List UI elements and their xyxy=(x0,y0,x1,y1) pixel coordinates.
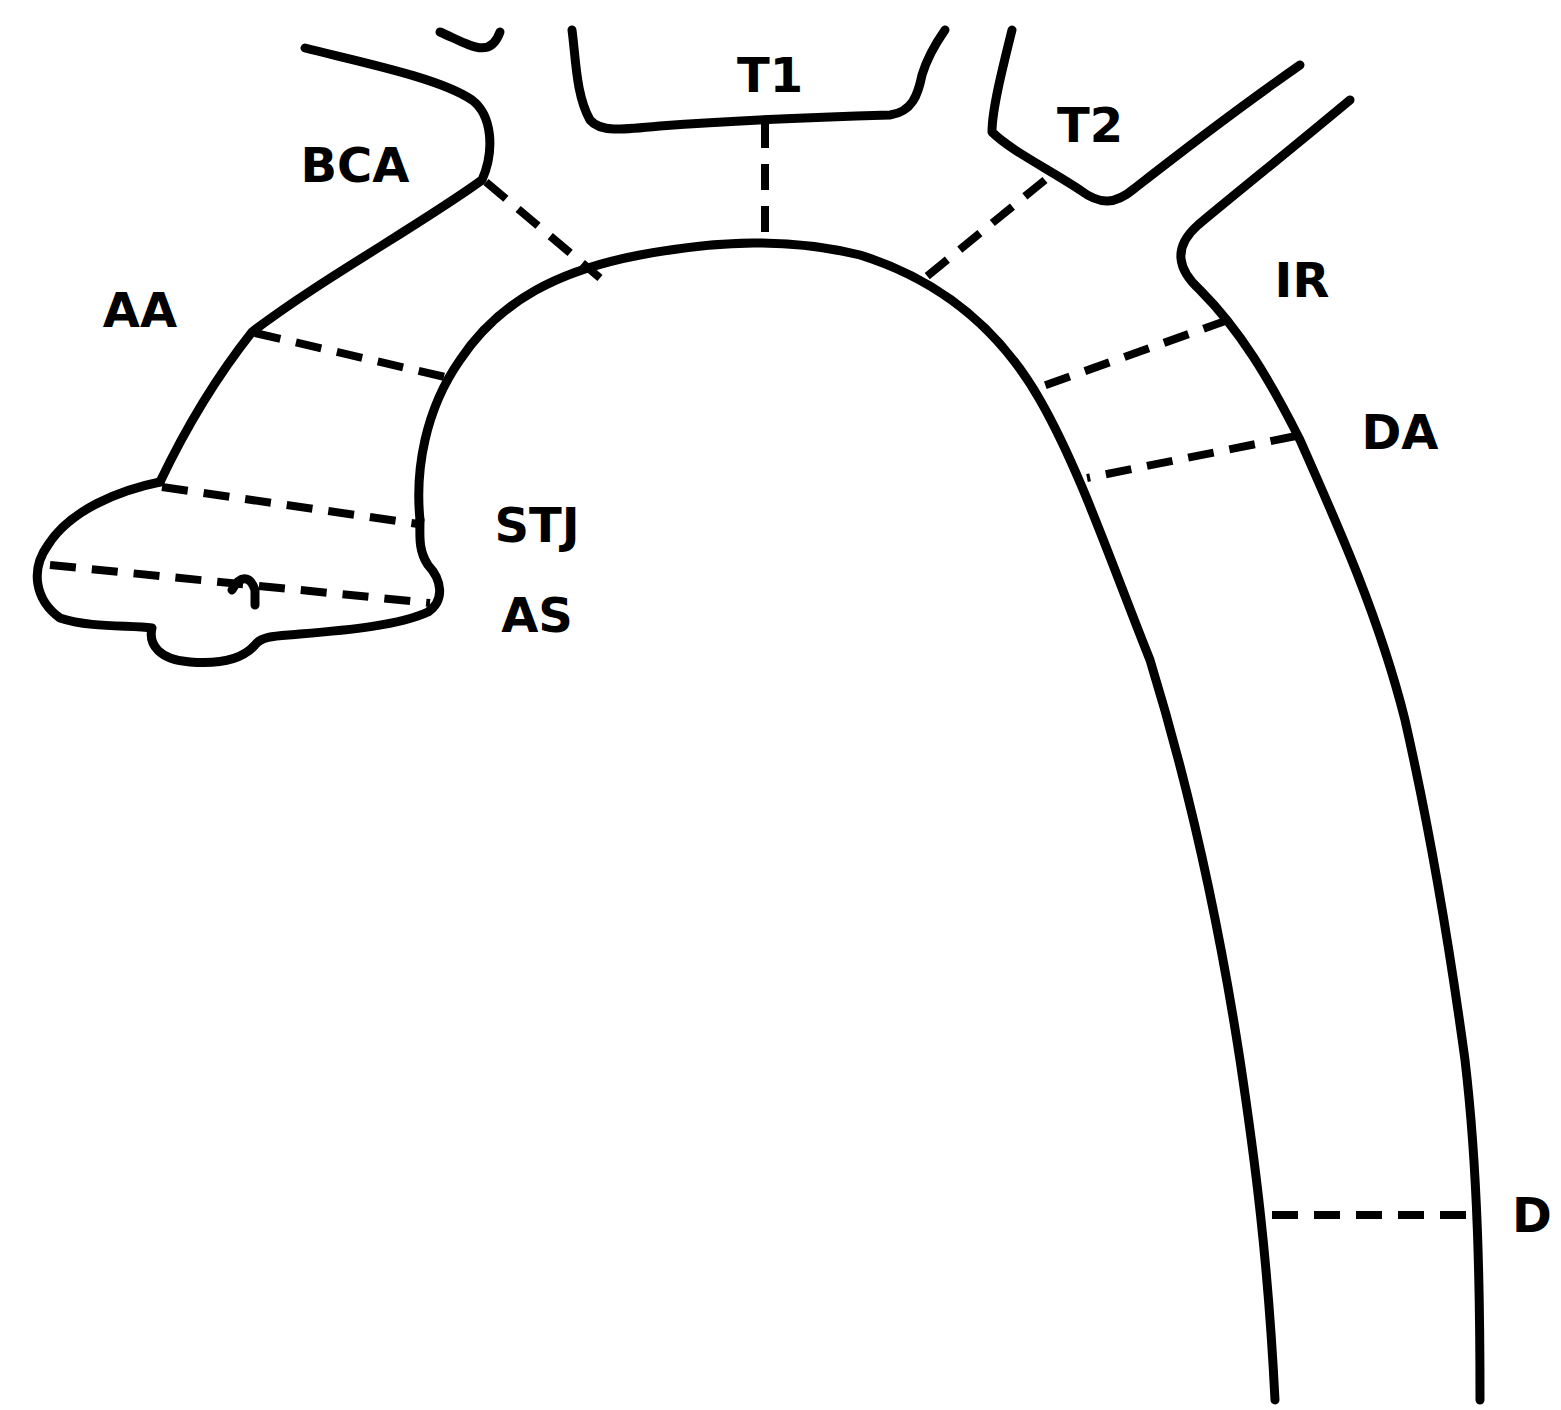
level-line xyxy=(255,333,458,380)
level-line xyxy=(761,122,769,243)
level-line xyxy=(50,565,430,603)
level-line xyxy=(1087,436,1296,478)
segment-label: AA xyxy=(103,286,177,334)
branch-t2 xyxy=(992,30,1300,201)
level-line xyxy=(920,180,1045,282)
segment-label: AS xyxy=(501,591,573,639)
descending-outer-wall xyxy=(1181,100,1480,1400)
segment-label: T2 xyxy=(1057,101,1123,149)
branch-t1 xyxy=(572,30,945,129)
segment-label: STJ xyxy=(494,501,579,549)
aorta-outer-wall xyxy=(160,48,490,482)
segment-label: IR xyxy=(1275,256,1330,304)
level-line xyxy=(162,487,418,524)
level-line xyxy=(1272,1211,1475,1219)
segment-label: DA xyxy=(1362,408,1439,456)
level-line xyxy=(1032,320,1228,390)
aorta-inner-wall xyxy=(419,243,1275,1400)
segment-label: T1 xyxy=(737,51,803,99)
vessel-stub xyxy=(440,32,500,48)
segment-label: D xyxy=(1512,1191,1552,1239)
segment-label: BCA xyxy=(301,141,410,189)
level-line xyxy=(486,182,600,278)
aortic-root xyxy=(37,482,439,663)
